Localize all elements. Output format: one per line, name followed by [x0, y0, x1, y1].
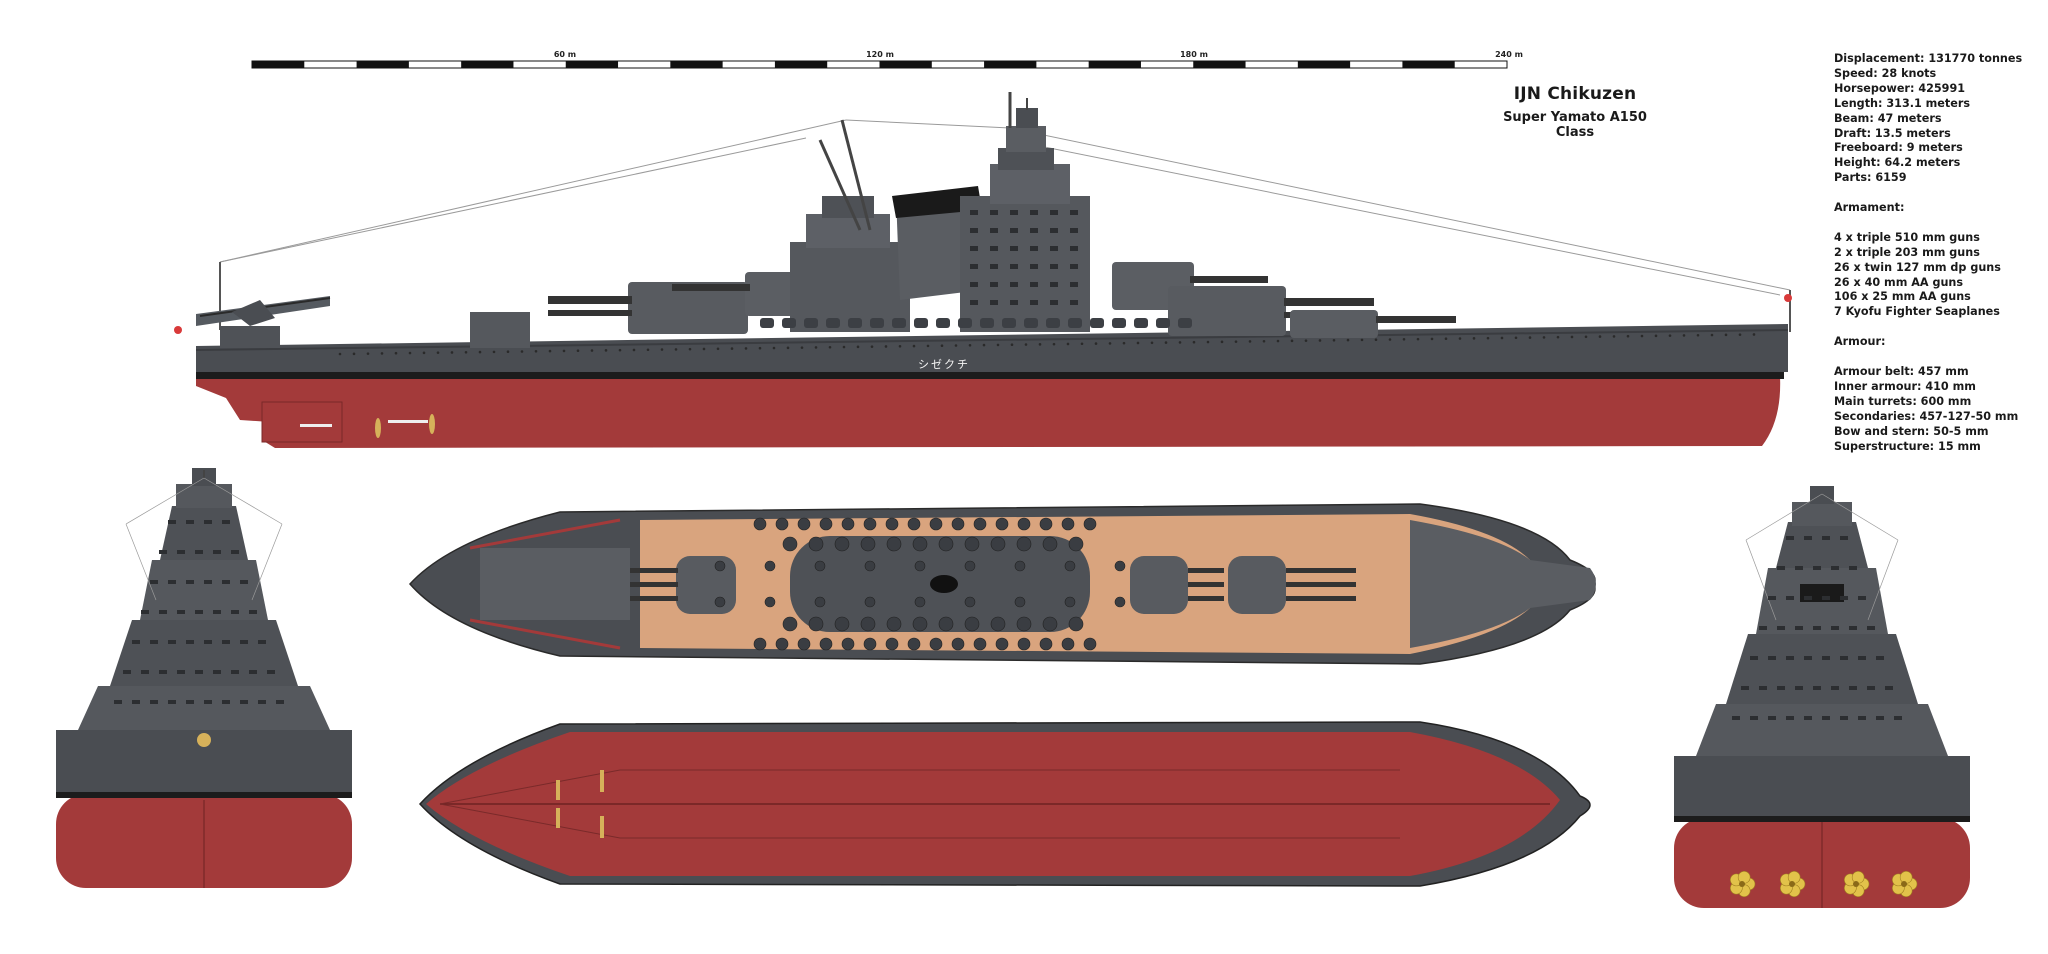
armour-line: Inner armour: 410 mm: [1834, 379, 1976, 393]
armament-line: 106 x 25 mm AA guns: [1834, 290, 1971, 304]
scale-bar: 60 m 120 m 180 m 240 m: [251, 50, 1523, 69]
armament-heading: Armament:: [1834, 201, 1905, 215]
bottom-view: [418, 721, 1591, 887]
chrysanthemum-icon-2: [1780, 871, 1806, 897]
chrysanthemum-icon-3: [1844, 871, 1870, 897]
spec-line: Beam: 47 meters: [1834, 111, 1942, 125]
hull-marking-text: シゼクチ: [918, 358, 970, 371]
scale-label-180: 180 m: [1180, 50, 1208, 59]
ship-class: Super Yamato A150 Class: [1503, 110, 1647, 140]
chrysanthemum-icon-1: [1730, 871, 1756, 897]
spec-panel: Displacement: 131770 tonnes Speed: 28 kn…: [1834, 52, 2044, 454]
armament-line: 7 Kyofu Fighter Seaplanes: [1834, 305, 2000, 319]
propellers: [300, 414, 435, 438]
armament-line: 26 x twin 127 mm dp guns: [1834, 260, 2001, 274]
scale-label-120: 120 m: [866, 50, 894, 59]
top-main-turret-fwd-2: [1228, 556, 1356, 614]
spec-line: Draft: 13.5 meters: [1834, 126, 1951, 140]
armour-line: Superstructure: 15 mm: [1834, 439, 1981, 453]
bow-flag-icon: [1784, 294, 1792, 302]
chrysanthemum-icon-4: [1892, 871, 1918, 897]
armour-heading: Armour:: [1834, 335, 1886, 349]
top-main-turret-fwd-1: [1130, 556, 1224, 614]
armour-line: Main turrets: 600 mm: [1834, 394, 1972, 408]
top-view: [408, 503, 1596, 665]
side-aft-superstructure: [790, 119, 910, 332]
spec-line: Speed: 28 knots: [1834, 66, 1937, 80]
ship-name: IJN Chikuzen: [1513, 84, 1637, 104]
spec-line: Parts: 6159: [1834, 171, 1907, 185]
spec-line: Height: 64.2 meters: [1834, 156, 1961, 170]
stern-catapult: [196, 296, 331, 348]
stern-flag-icon: [174, 326, 182, 334]
scale-label-240: 240 m: [1495, 50, 1523, 59]
armament-line: 26 x 40 mm AA guns: [1834, 275, 1964, 289]
stern-end-view: [56, 468, 352, 888]
armament-line: 4 x triple 510 mm guns: [1834, 230, 1980, 244]
spec-line: Freeboard: 9 meters: [1834, 141, 1963, 155]
side-profile-view: シゼクチ: [174, 92, 1792, 448]
side-main-tower: [960, 92, 1090, 332]
side-main-turret-fwd-2: [1290, 310, 1456, 338]
bottom-propellers: [556, 770, 604, 838]
side-hull-below-waterline: [196, 376, 1781, 448]
spec-line: Length: 313.1 meters: [1834, 96, 1971, 110]
spec-line: Displacement: 131770 tonnes: [1834, 52, 2023, 65]
armour-line: Armour belt: 457 mm: [1834, 364, 1969, 378]
bow-end-view: [1674, 486, 1970, 908]
rigging-wires: [219, 119, 1791, 296]
armour-line: Bow and stern: 50-5 mm: [1834, 424, 1989, 438]
armament-line: 2 x triple 203 mm guns: [1834, 245, 1980, 259]
armour-line: Secondaries: 457-127-50 mm: [1834, 409, 2019, 423]
side-main-turret-aft: [548, 282, 748, 334]
scale-label-60: 60 m: [554, 50, 576, 59]
spec-line: Horsepower: 425991: [1834, 81, 1966, 95]
